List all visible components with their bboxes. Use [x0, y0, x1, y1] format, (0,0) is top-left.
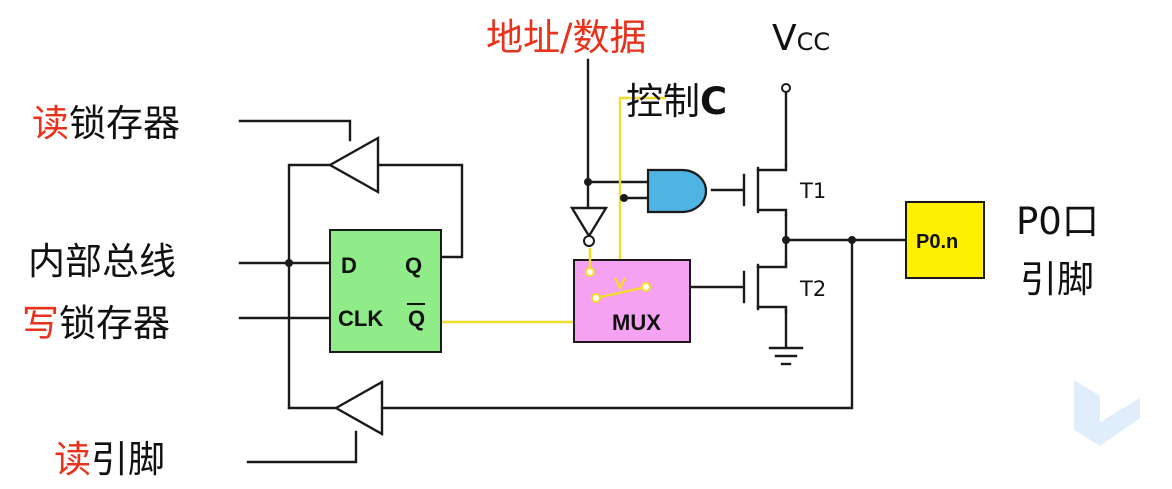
control-c-label: 控制C	[626, 80, 727, 123]
latch-clk-label: CLK	[338, 306, 383, 331]
latch-d-label: D	[341, 253, 357, 278]
vcc-terminal	[781, 83, 791, 93]
read-pin-control-wire	[246, 430, 358, 464]
mux-contact-inverter	[585, 267, 595, 277]
q-feedback-wire	[376, 163, 464, 259]
port-label-line1: P0口	[1016, 200, 1099, 243]
transistor-t1	[742, 163, 788, 217]
latch-qbar-label: Q	[408, 306, 425, 331]
vcc-label: VCC	[772, 18, 830, 59]
control-c-switch-arrow	[613, 277, 627, 291]
ground-icon	[768, 346, 804, 366]
address-data-label: 地址/数据	[486, 16, 646, 59]
mux-switch-arm-top	[595, 285, 647, 300]
control-text: 控制	[626, 80, 700, 123]
vcc-v: V	[772, 18, 797, 59]
latch-box	[329, 229, 442, 353]
and-gate	[646, 168, 708, 214]
pin-box-label: P0.n	[916, 231, 958, 253]
read-latch-buffer	[327, 135, 380, 195]
mux-contact-qbar	[591, 293, 601, 303]
inverter-bubble	[583, 235, 595, 247]
read-pin-rest: 引脚	[91, 438, 165, 481]
latch-q-label: Q	[405, 253, 422, 278]
pin-box-rect	[905, 201, 985, 279]
mux-label: MUX	[612, 310, 661, 335]
d-latch: D Q CLK Q	[329, 229, 442, 353]
pin-box: P0.n	[905, 201, 985, 279]
read-latch-control-wire	[238, 119, 352, 142]
inverter-triangle	[569, 206, 609, 239]
watermark-logo	[1074, 380, 1140, 446]
read-latch-rest: 锁存器	[69, 102, 180, 145]
read-pin-label: 读引脚	[54, 438, 165, 481]
pin-feedback-wire	[380, 238, 854, 410]
read-latch-label: 读锁存器	[32, 102, 180, 145]
control-c-letter: C	[700, 80, 727, 123]
read-latch-prefix: 读	[32, 102, 69, 145]
mux-contact-output	[641, 282, 651, 292]
junction-dots	[285, 178, 856, 267]
read-pin-prefix: 读	[54, 438, 91, 481]
write-latch-prefix: 写	[22, 302, 59, 345]
t1-label: T1	[799, 179, 826, 203]
transistor-t2	[742, 260, 788, 314]
vcc-sub: CC	[797, 28, 831, 56]
mux-switch	[585, 248, 651, 303]
t2-label: T2	[799, 277, 826, 301]
upper-buffer-out-wire	[287, 163, 332, 410]
inverter	[569, 206, 609, 247]
port-label-line2: 引脚	[1020, 258, 1094, 301]
write-latch-rest: 锁存器	[59, 302, 170, 345]
write-latch-label: 写锁存器	[22, 302, 170, 345]
internal-bus-label: 内部总线	[28, 240, 176, 283]
qbar-to-mux-wire	[441, 297, 597, 324]
read-pin-buffer	[333, 379, 384, 437]
